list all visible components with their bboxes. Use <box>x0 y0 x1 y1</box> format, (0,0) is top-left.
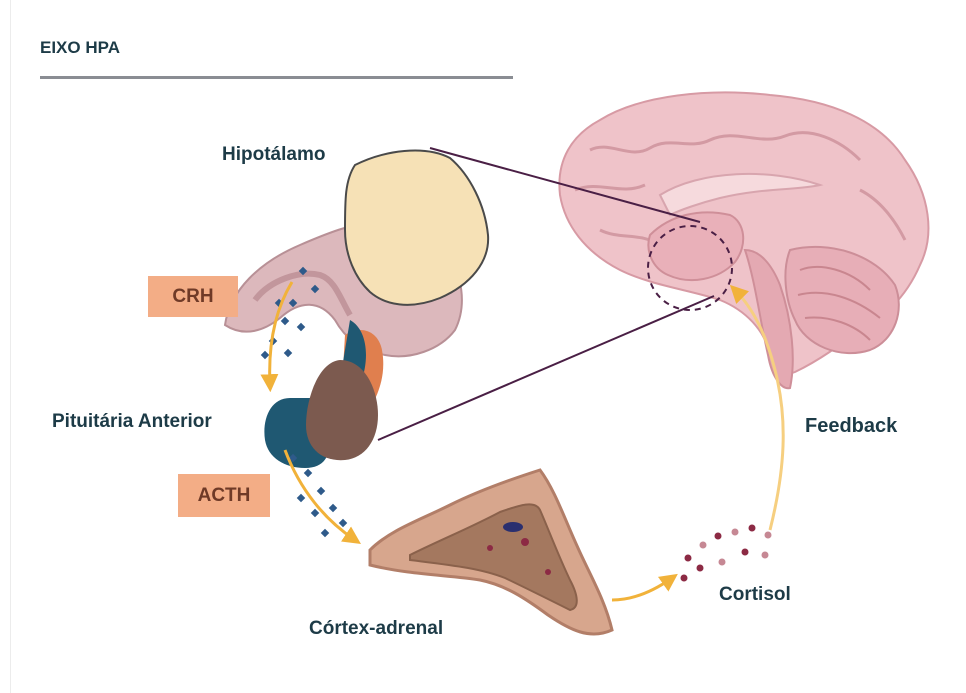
label-feedback: Feedback <box>805 415 897 438</box>
title-underline <box>40 76 513 79</box>
label-adrenal-cortex: Córtex-adrenal <box>309 618 443 640</box>
adrenal-cortex-illustration <box>370 470 612 634</box>
label-anterior-pituitary: Pituitária Anterior <box>52 411 212 433</box>
hypothalamus-pituitary-illustration <box>225 151 488 468</box>
diagram-title: EIXO HPA <box>40 38 120 58</box>
arrow-adrenal-to-cortisol <box>612 578 672 600</box>
badge-crh: CRH <box>148 276 238 317</box>
cortisol-dots <box>681 525 772 582</box>
label-cortisol: Cortisol <box>719 584 791 606</box>
brain-illustration <box>559 92 928 388</box>
label-hypothalamus: Hipotálamo <box>222 144 325 166</box>
badge-acth: ACTH <box>178 474 270 517</box>
